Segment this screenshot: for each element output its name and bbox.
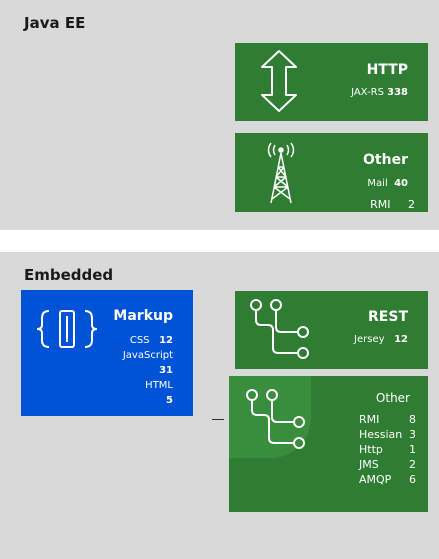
stat-jax-rs: JAX-RS 338 xyxy=(351,87,408,98)
javaee-panel: Java EE HTTP JAX-RS 338 Other Mail 40 RM… xyxy=(0,0,439,230)
stat-value-jms: 2 xyxy=(409,458,416,471)
tile-other-javaee-title: Other xyxy=(363,152,408,168)
tile-rest[interactable]: REST Jersey 12 xyxy=(235,291,428,369)
stat-mail: Mail 40 xyxy=(367,178,408,189)
tile-markup[interactable]: Markup CSS 12 JavaScript 31 HTML 5 xyxy=(21,290,193,416)
tile-other-embedded-title: Other xyxy=(375,391,410,405)
braces-icon xyxy=(36,310,98,348)
stat-javascript-label: JavaScript xyxy=(122,350,173,361)
stat-label-rmi: RMI xyxy=(359,413,380,426)
stat-value-rmi: 8 xyxy=(409,413,416,426)
stat-html-label: HTML xyxy=(145,380,173,391)
stat-html-value: 5 xyxy=(166,395,173,406)
tile-other-embedded[interactable]: Other RMI 8 Hessian 3 Http 1 JMS 2 AMQP … xyxy=(229,376,428,512)
network-tree-icon xyxy=(246,389,305,449)
tile-rest-title: REST xyxy=(368,309,408,325)
vertical-arrows-icon xyxy=(261,50,297,112)
tile-http-title: HTTP xyxy=(366,62,408,78)
tile-other-javaee[interactable]: Other Mail 40 RMI 2 xyxy=(235,133,428,212)
stat-rmi: RMI 2 xyxy=(370,198,415,211)
stat-label-amqp: AMQP xyxy=(359,473,392,486)
stat-jersey: Jersey 12 xyxy=(354,334,408,345)
stat-javascript-value: 31 xyxy=(159,365,173,376)
stat-value-hessian: 3 xyxy=(409,428,416,441)
stat-label-hessian: Hessian xyxy=(359,428,403,441)
stat-label-jms: JMS xyxy=(359,458,379,471)
javaee-title: Java EE xyxy=(24,14,86,32)
embedded-title: Embedded xyxy=(24,266,114,284)
network-tree-icon xyxy=(250,299,309,359)
connector-line xyxy=(212,419,224,420)
stat-value-http: 1 xyxy=(409,443,416,456)
embedded-panel: Embedded Markup CSS 12 JavaScript 31 HTM… xyxy=(0,252,439,559)
tile-markup-title: Markup xyxy=(113,308,173,324)
tile-http[interactable]: HTTP JAX-RS 338 xyxy=(235,43,428,121)
stat-value-amqp: 6 xyxy=(409,473,416,486)
stat-css: CSS 12 xyxy=(129,335,173,346)
radio-tower-icon xyxy=(267,142,295,204)
stat-label-http: Http xyxy=(359,443,383,456)
